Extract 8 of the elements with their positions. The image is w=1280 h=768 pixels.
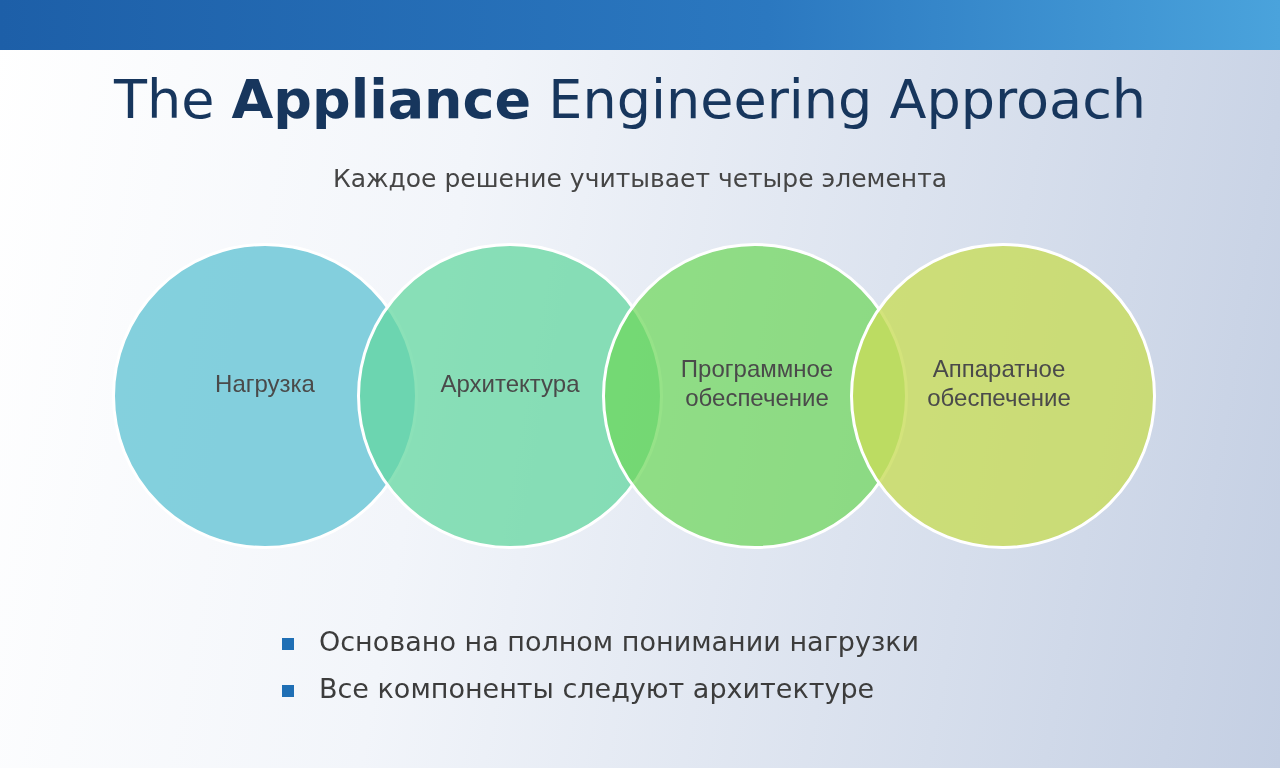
subtitle: Каждое решение учитывает четыре элемента — [331, 164, 949, 193]
bullet-text: Основано на полном понимании нагрузки — [319, 626, 920, 657]
circle-label: Программное обеспечение — [679, 355, 835, 413]
circle-label: Архитектура — [440, 369, 580, 399]
bullet-text: Все компоненты следуют архитектуре — [319, 673, 875, 704]
circle-label: Нагрузка — [215, 369, 315, 399]
title: The Appliance Engineering Approach — [112, 68, 1148, 131]
circle-label: Аппаратное обеспечение — [926, 355, 1072, 413]
